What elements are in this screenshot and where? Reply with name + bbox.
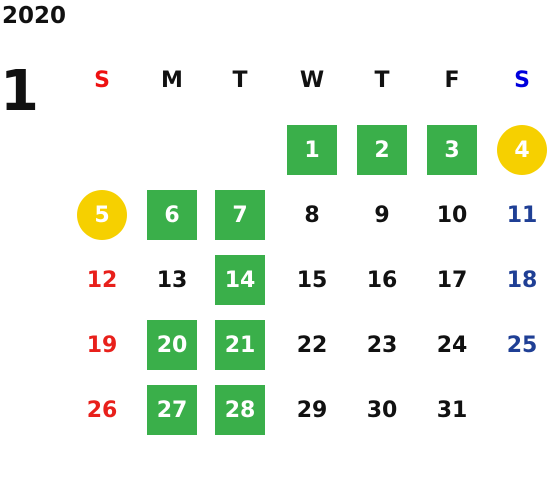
day-31[interactable]: 31 [436,397,468,423]
day-22[interactable]: 22 [296,332,328,358]
day-20[interactable]: 20 [147,320,197,370]
day-15[interactable]: 15 [296,267,328,293]
day-27[interactable]: 27 [147,385,197,435]
weekday-sat: S [514,68,530,93]
day-14[interactable]: 14 [215,255,265,305]
weekday-sun: S [94,68,110,93]
day-18[interactable]: 18 [506,267,538,293]
weekday-mon: M [161,68,183,93]
day-2[interactable]: 2 [357,125,407,175]
weekday-tue: T [232,68,248,93]
day-19[interactable]: 19 [86,332,118,358]
day-26[interactable]: 26 [86,397,118,423]
day-3[interactable]: 3 [427,125,477,175]
weekday-fri: F [444,68,460,93]
day-13[interactable]: 13 [156,267,188,293]
day-12[interactable]: 12 [86,267,118,293]
day-25[interactable]: 25 [506,332,538,358]
day-24[interactable]: 24 [436,332,468,358]
day-21[interactable]: 21 [215,320,265,370]
day-30[interactable]: 30 [366,397,398,423]
day-16[interactable]: 16 [366,267,398,293]
day-5[interactable]: 5 [77,190,127,240]
day-6[interactable]: 6 [147,190,197,240]
year-label: 2020 [2,3,67,29]
day-8[interactable]: 8 [304,202,320,228]
day-11[interactable]: 11 [506,202,538,228]
day-23[interactable]: 23 [366,332,398,358]
month-number: 1 [0,59,39,124]
day-10[interactable]: 10 [436,202,468,228]
day-7[interactable]: 7 [215,190,265,240]
weekday-thu: T [374,68,390,93]
day-28[interactable]: 28 [215,385,265,435]
day-1[interactable]: 1 [287,125,337,175]
day-4[interactable]: 4 [497,125,547,175]
day-17[interactable]: 17 [436,267,468,293]
weekday-wed: W [299,68,325,93]
day-29[interactable]: 29 [296,397,328,423]
day-9[interactable]: 9 [374,202,390,228]
